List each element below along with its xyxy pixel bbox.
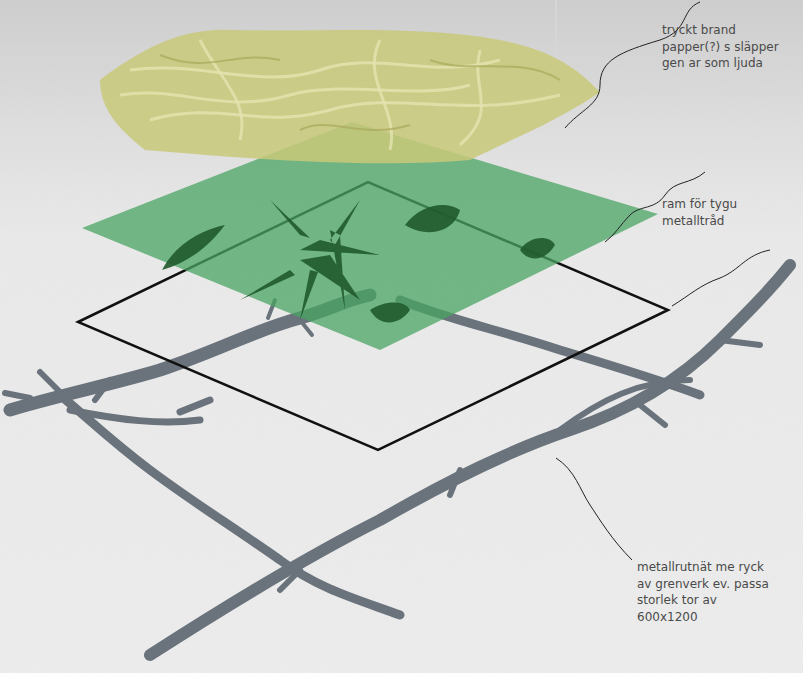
annotation-note: ram för tygu metalltråd	[662, 196, 796, 229]
annotation-note: tryckt brand papper(?) s släpper gen ar …	[662, 22, 796, 72]
annotation-note: metallrutnät me ryck av grenverk ev. pas…	[637, 559, 771, 625]
